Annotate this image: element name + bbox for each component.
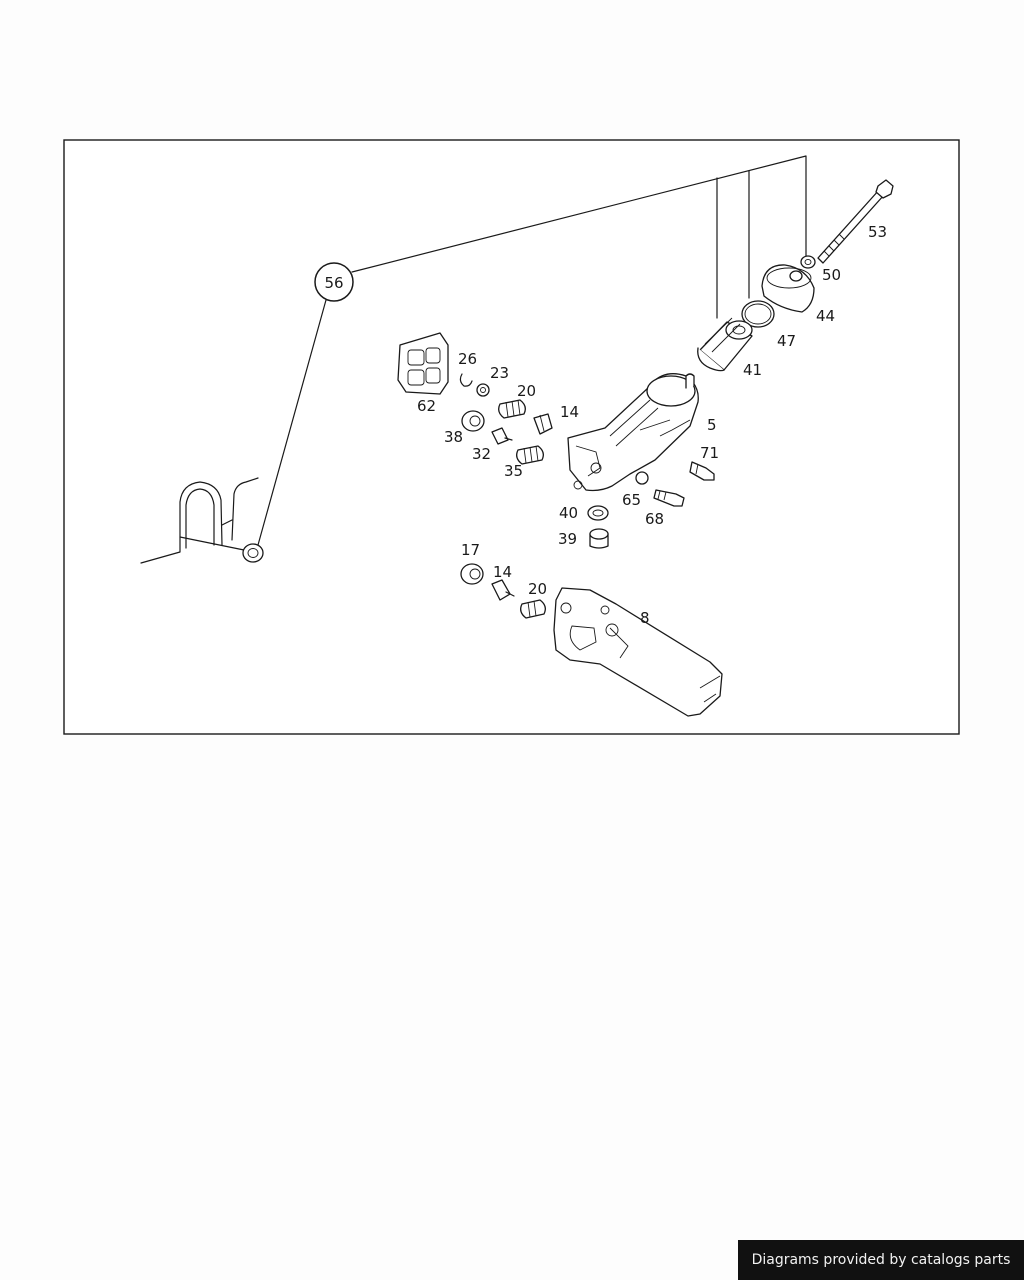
label-68: 68 (645, 510, 664, 528)
o-ring-47[interactable] (741, 300, 775, 328)
spring-20-lower[interactable] (520, 599, 546, 619)
attribution-banner: Diagrams provided by catalogs parts (738, 1240, 1024, 1280)
bolt-53[interactable] (817, 179, 894, 264)
diagram-frame (63, 139, 960, 735)
drain-plug-39[interactable] (589, 528, 609, 549)
sensor-71[interactable] (689, 461, 715, 481)
label-47: 47 (777, 332, 796, 350)
label-20-upper: 20 (517, 382, 536, 400)
label-38: 38 (444, 428, 463, 446)
label-14-upper: 14 (560, 403, 579, 421)
callout-56[interactable]: 56 (314, 262, 354, 302)
seal-ring-56[interactable] (242, 543, 264, 563)
label-8: 8 (640, 609, 650, 627)
label-14-lower: 14 (493, 563, 512, 581)
plug-38[interactable] (461, 410, 485, 432)
label-5: 5 (707, 416, 717, 434)
label-39: 39 (558, 530, 577, 548)
valve-32[interactable] (491, 427, 513, 445)
seal-65[interactable] (635, 471, 649, 485)
gasket-62[interactable] (397, 332, 449, 395)
label-41: 41 (743, 361, 762, 379)
label-23: 23 (490, 364, 509, 382)
spring-20-upper[interactable] (498, 399, 526, 419)
label-20-lower: 20 (528, 580, 547, 598)
label-62: 62 (417, 397, 436, 415)
snap-ring-26[interactable] (459, 373, 473, 387)
label-50: 50 (822, 266, 841, 284)
label-35: 35 (504, 462, 523, 480)
label-40: 40 (559, 504, 578, 522)
label-32: 32 (472, 445, 491, 463)
svg-text:56: 56 (324, 274, 343, 292)
label-71: 71 (700, 444, 719, 462)
washer-40[interactable] (587, 505, 609, 521)
part-labels: 53 50 44 47 41 5 62 26 23 20 14 38 32 35… (417, 223, 887, 627)
washer-50[interactable] (800, 255, 816, 269)
engine-block-fragment (140, 477, 259, 564)
filter-housing-8[interactable] (553, 587, 723, 717)
label-17: 17 (461, 541, 480, 559)
cover-44[interactable] (761, 264, 815, 313)
leader-lines (257, 155, 807, 546)
attribution-text: Diagrams provided by catalogs parts (751, 1252, 1011, 1268)
plug-17[interactable] (460, 563, 484, 585)
valve-23[interactable] (476, 383, 490, 397)
label-26: 26 (458, 350, 477, 368)
plug-14-upper[interactable] (533, 413, 553, 435)
bolt-68[interactable] (653, 489, 685, 507)
label-65: 65 (622, 491, 641, 509)
filter-housing-5[interactable] (567, 373, 699, 492)
plug-14-lower[interactable] (491, 579, 515, 601)
filter-element-41[interactable] (697, 317, 753, 372)
label-44: 44 (816, 307, 835, 325)
spring-35[interactable] (516, 445, 544, 465)
label-53: 53 (868, 223, 887, 241)
